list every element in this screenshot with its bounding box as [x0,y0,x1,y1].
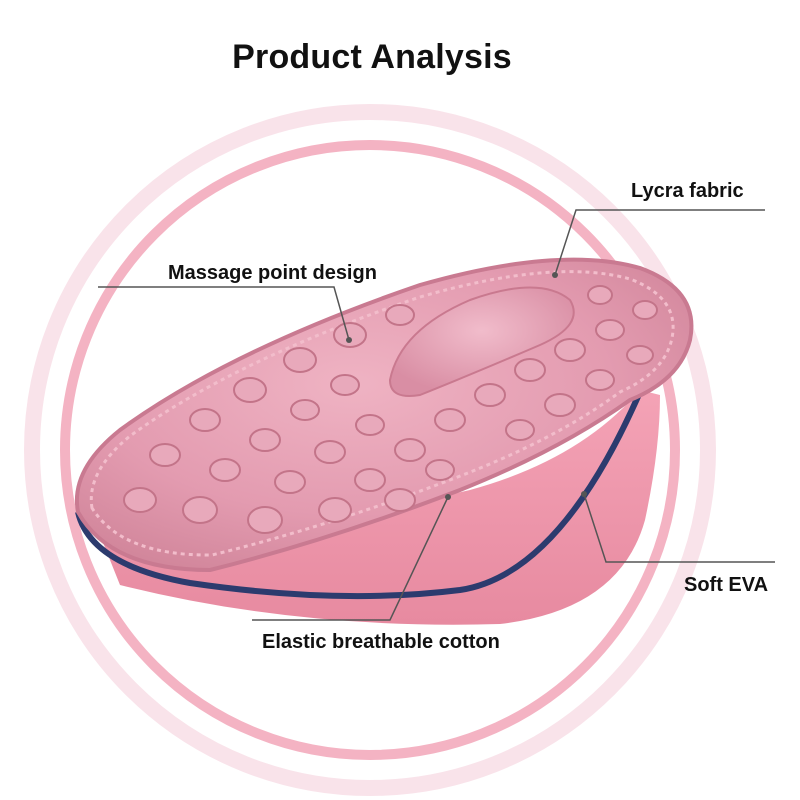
outer-ring [24,104,716,796]
leader-lines [98,209,775,621]
callout-lycra-fabric: Lycra fabric [631,180,744,202]
inner-ring [60,140,680,760]
leader-line-lycra [554,209,765,276]
callout-elastic-breathable-cotton: Elastic breathable cotton [262,631,500,653]
callout-massage-point-design: Massage point design [168,262,377,284]
arch-support [388,286,575,397]
leader-line-cotton [252,496,449,621]
callout-soft-eva: Soft EVA [684,574,769,596]
leader-line-massage [98,286,350,341]
leader-dots [346,272,587,500]
massage-points [123,285,658,534]
page-title: Product Analysis [232,38,512,76]
insole-stitch-border [89,270,675,557]
leader-line-eva [583,493,775,563]
insole-edge-layer [75,390,643,600]
